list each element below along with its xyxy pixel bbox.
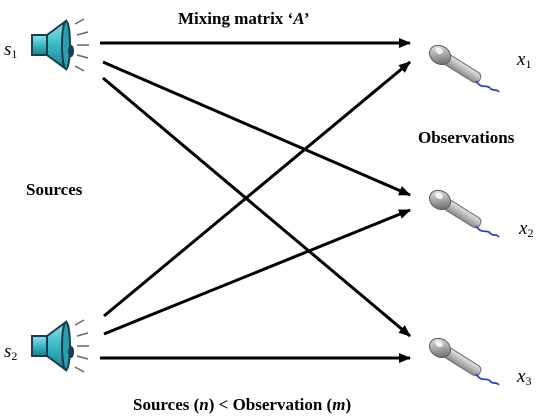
arrow-s1-x2 bbox=[102, 60, 411, 197]
microphone-icon bbox=[425, 40, 500, 93]
loudspeaker-icon bbox=[31, 18, 90, 72]
observation-var-x3: x3 bbox=[517, 366, 532, 388]
source-var-s1: s1 bbox=[4, 39, 18, 61]
observations-label: Observations bbox=[418, 128, 515, 147]
arrow-s1-x3 bbox=[102, 76, 411, 338]
observation-var-x1: x1 bbox=[517, 49, 532, 71]
arrow-s2-x1 bbox=[103, 60, 411, 318]
observation-var-x2: x2 bbox=[519, 218, 534, 240]
microphone-icon bbox=[425, 333, 500, 386]
footer-caption: Sources (n) < Observation (m) bbox=[133, 395, 352, 414]
arrow-s2-x2 bbox=[103, 208, 411, 336]
microphone-icon bbox=[425, 185, 500, 238]
loudspeaker-icon bbox=[31, 319, 90, 373]
diagram-title: Mixing matrix ‘A’ bbox=[178, 9, 309, 28]
source-var-s2: s2 bbox=[4, 341, 18, 363]
sources-label: Sources bbox=[26, 180, 83, 199]
